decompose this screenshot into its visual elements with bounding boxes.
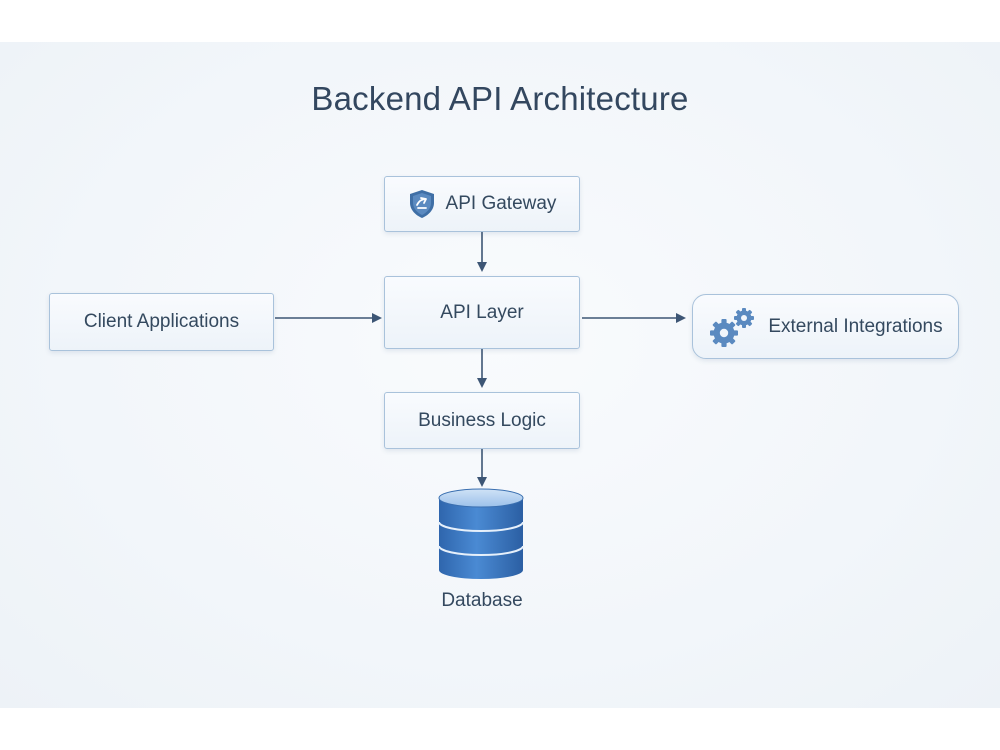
diagram-canvas bbox=[0, 42, 1000, 708]
external-integrations-label: External Integrations bbox=[768, 315, 943, 337]
api-gateway-label: API Gateway bbox=[445, 193, 557, 214]
business-logic-label: Business Logic bbox=[418, 409, 546, 431]
business-logic-node[interactable]: Business Logic bbox=[384, 392, 580, 449]
gears-icon bbox=[708, 305, 758, 349]
api-layer-label: API Layer bbox=[440, 301, 524, 323]
external-integrations-node[interactable]: External Integrations bbox=[692, 294, 959, 359]
client-applications-label: Client Applications bbox=[83, 311, 240, 332]
diagram-title: Backend API Architecture bbox=[311, 80, 689, 117]
api-gateway-node[interactable]: API Gateway bbox=[384, 176, 580, 232]
client-applications-node[interactable]: Client Applications bbox=[49, 293, 274, 351]
shield-icon bbox=[408, 189, 436, 219]
api-layer-node[interactable]: API Layer bbox=[384, 276, 580, 349]
database-label: Database bbox=[441, 590, 523, 611]
